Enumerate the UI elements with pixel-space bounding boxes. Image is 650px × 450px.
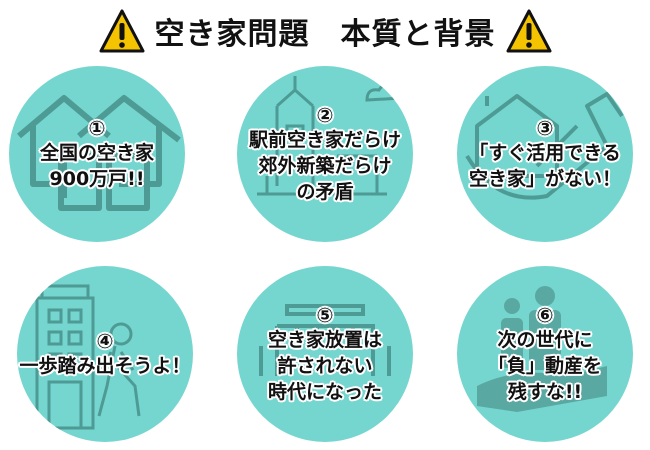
card-1: ① 全国の空き家 900万戸!! bbox=[9, 66, 185, 242]
card-number: ③ bbox=[536, 116, 554, 140]
card-text-line: 全国の空き家 bbox=[39, 142, 154, 164]
family-hand-icon bbox=[477, 286, 607, 412]
warning-icon bbox=[506, 9, 551, 53]
houses-icon bbox=[17, 95, 181, 211]
card-number: ① bbox=[88, 116, 106, 140]
header: 空き家問題 本質と背景 bbox=[0, 0, 650, 62]
card-number: ⑤ bbox=[316, 303, 334, 327]
card-text-line: 空き家」がない！ bbox=[468, 168, 621, 190]
card-text-line: 一歩踏み出そうよ！ bbox=[19, 355, 191, 377]
card-text-line: 駅前空き家だらけ bbox=[248, 129, 401, 151]
card-number: ④ bbox=[96, 329, 114, 353]
card-text-line: 次の世代に bbox=[497, 329, 593, 351]
card-text-line: 時代になった bbox=[267, 381, 382, 403]
card-text-line: 空き家放置は bbox=[267, 329, 382, 351]
card-text-line: 郊外新築だらけ bbox=[258, 155, 392, 177]
card-number: ② bbox=[316, 103, 334, 127]
card-3: ③ 「すぐ活用できる 空き家」がない！ bbox=[457, 66, 633, 242]
page-title: 空き家問題 本質と背景 bbox=[154, 17, 496, 52]
card-2: ② 駅前空き家だらけ 郊外新築だらけ の矛盾 bbox=[237, 66, 413, 242]
walking-person-building-icon bbox=[35, 284, 141, 430]
card-text-line: 残すな!! bbox=[507, 381, 583, 403]
building-icon bbox=[259, 304, 391, 376]
card-text-line: 「負」動産を bbox=[487, 355, 602, 377]
card-text-line: 許されない bbox=[277, 355, 373, 377]
card-4: ④ 一歩踏み出そうよ！ bbox=[17, 266, 193, 442]
card-number: ⑥ bbox=[536, 303, 554, 327]
card-6: ⑥ 次の世代に 「負」動産を 残すな!! bbox=[457, 266, 633, 442]
card-text-line: 900万戸!! bbox=[49, 168, 145, 190]
warning-icon bbox=[99, 9, 144, 53]
house-in-hand-icon bbox=[465, 92, 624, 200]
card-text-line: 「すぐ活用できる bbox=[469, 142, 621, 164]
card-5: ⑤ 空き家放置は 許されない 時代になった bbox=[237, 266, 413, 442]
card-text-line: の矛盾 bbox=[296, 181, 354, 203]
town-icon bbox=[257, 76, 405, 196]
